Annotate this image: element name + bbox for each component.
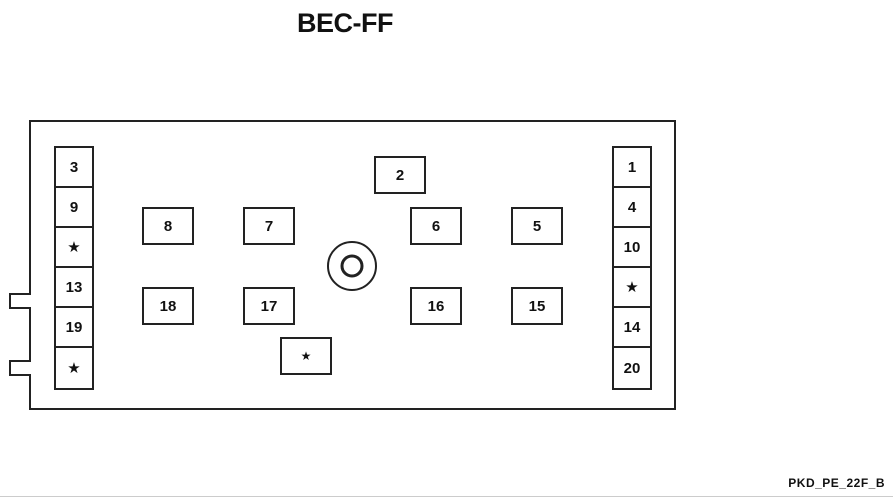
right-slot: 1	[614, 148, 650, 188]
fuse-15: 15	[511, 287, 563, 325]
fuse-7: 7	[243, 207, 295, 245]
left-slot: 3	[56, 148, 92, 188]
left-slot: ★	[67, 360, 81, 377]
divider	[0, 496, 893, 497]
left-slot: ★	[56, 228, 92, 268]
fuse-star: ★	[280, 337, 332, 375]
fuse-6: 6	[410, 207, 462, 245]
fuse-16: 16	[410, 287, 462, 325]
left-fuse-column: 3 9 ★ 13 19 ★	[54, 146, 94, 390]
fuse-8: 8	[142, 207, 194, 245]
right-slot: 10	[614, 228, 650, 268]
left-slot: 19	[56, 308, 92, 348]
fuse-18: 18	[142, 287, 194, 325]
fuse-2: 2	[374, 156, 426, 194]
left-slot: 9	[56, 188, 92, 228]
right-slot: 4	[614, 188, 650, 228]
reference-code: PKD_PE_22F_B	[788, 476, 885, 490]
right-slot: 20	[623, 359, 641, 377]
right-fuse-column: 1 4 10 ★ 14 20	[612, 146, 652, 390]
mounting-tab-upper	[9, 293, 31, 309]
fuse-box-housing	[29, 120, 676, 410]
right-slot: ★	[614, 268, 650, 308]
mounting-tab-lower	[9, 360, 31, 376]
diagram-title: BEC-FF	[297, 8, 393, 38]
fuse-17: 17	[243, 287, 295, 325]
right-slot: 14	[614, 308, 650, 348]
fuse-5: 5	[511, 207, 563, 245]
mounting-bolt-icon	[327, 241, 377, 291]
left-slot: 13	[56, 268, 92, 308]
